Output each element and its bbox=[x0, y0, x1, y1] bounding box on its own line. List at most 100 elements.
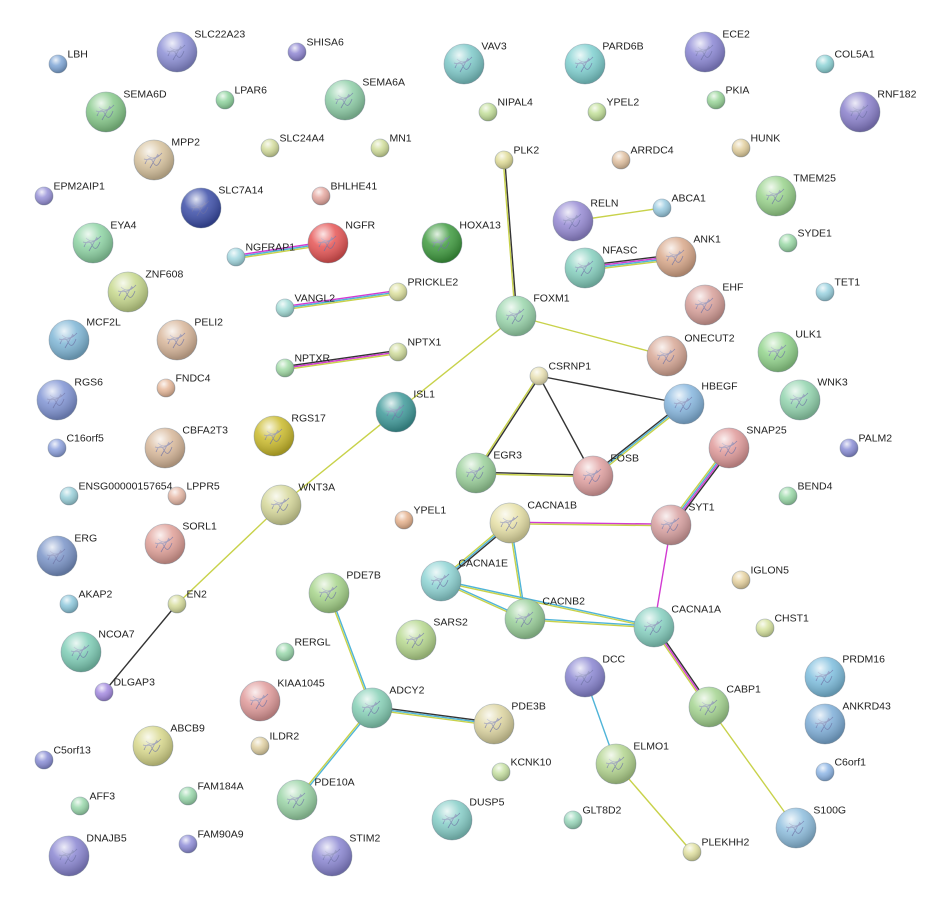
node-mpp2[interactable]: MPP2 bbox=[133, 137, 200, 181]
node-erg[interactable]: ERG bbox=[36, 533, 97, 577]
node-akap2[interactable]: AKAP2 bbox=[59, 589, 112, 614]
node-eya4[interactable]: EYA4 bbox=[72, 220, 137, 264]
node-vangl2[interactable]: VANGL2 bbox=[275, 293, 335, 318]
node-mn1[interactable]: MN1 bbox=[370, 133, 412, 158]
node-cbfa2t3[interactable]: CBFA2T3 bbox=[144, 425, 228, 469]
node-prickle2[interactable]: PRICKLE2 bbox=[388, 277, 458, 302]
node-elmo1[interactable]: ELMO1 bbox=[595, 741, 669, 785]
node-ngfrap1[interactable]: NGFRAP1 bbox=[226, 242, 295, 267]
node-nptxr[interactable]: NPTXR bbox=[275, 353, 330, 378]
node-hbegf[interactable]: HBEGF bbox=[663, 381, 738, 425]
node-pde10a[interactable]: PDE10A bbox=[276, 777, 355, 821]
node-epm2aip1[interactable]: EPM2AIP1 bbox=[34, 181, 105, 206]
node-fosb[interactable]: FOSB bbox=[572, 453, 639, 497]
node-foxm1[interactable]: FOXM1 bbox=[495, 293, 570, 337]
node-slc22a23[interactable]: SLC22A23 bbox=[156, 29, 245, 73]
node-abca1[interactable]: ABCA1 bbox=[652, 193, 706, 218]
node-fam90a9[interactable]: FAM90A9 bbox=[178, 829, 244, 854]
node-adcy2[interactable]: ADCY2 bbox=[351, 685, 425, 729]
node-chst1[interactable]: CHST1 bbox=[755, 613, 809, 638]
node-lppr5[interactable]: LPPR5 bbox=[167, 481, 220, 506]
node-plk2[interactable]: PLK2 bbox=[494, 145, 539, 170]
node-wnt3a[interactable]: WNT3A bbox=[260, 482, 335, 526]
node-cacna1e[interactable]: CACNA1E bbox=[420, 558, 508, 602]
node-sema6d[interactable]: SEMA6D bbox=[85, 89, 167, 133]
node-aff3[interactable]: AFF3 bbox=[70, 791, 115, 816]
node-tmem25[interactable]: TMEM25 bbox=[755, 173, 836, 217]
node-hunk[interactable]: HUNK bbox=[731, 133, 780, 158]
node-pkia[interactable]: PKIA bbox=[706, 85, 749, 110]
node-rgs6[interactable]: RGS6 bbox=[36, 377, 103, 421]
node-fndc4[interactable]: FNDC4 bbox=[156, 373, 211, 398]
node-syde1[interactable]: SYDE1 bbox=[778, 228, 832, 253]
node-ngfr[interactable]: NGFR bbox=[307, 220, 376, 264]
node-dnajb5[interactable]: DNAJB5 bbox=[48, 833, 127, 877]
node-dlgap3[interactable]: DLGAP3 bbox=[94, 677, 155, 702]
node-ankrd43[interactable]: ANKRD43 bbox=[804, 701, 891, 745]
node-mcf2l[interactable]: MCF2L bbox=[48, 317, 121, 361]
node-ypel2[interactable]: YPEL2 bbox=[587, 97, 639, 122]
node-hoxa13[interactable]: HOXA13 bbox=[421, 220, 501, 264]
node-iglon5[interactable]: IGLON5 bbox=[731, 565, 789, 590]
node-s100g[interactable]: S100G bbox=[775, 805, 846, 849]
node-slc7a14[interactable]: SLC7A14 bbox=[180, 185, 264, 229]
node-sars2[interactable]: SARS2 bbox=[395, 617, 468, 661]
node-nipal4[interactable]: NIPAL4 bbox=[478, 97, 533, 122]
node-csrnp1[interactable]: CSRNP1 bbox=[529, 361, 591, 386]
node-onecut2[interactable]: ONECUT2 bbox=[646, 333, 735, 377]
node-isl1[interactable]: ISL1 bbox=[375, 389, 435, 433]
node-snap25[interactable]: SNAP25 bbox=[708, 425, 787, 469]
node-rergl[interactable]: RERGL bbox=[275, 637, 331, 662]
node-cabp1[interactable]: CABP1 bbox=[688, 684, 761, 728]
node-tet1[interactable]: TET1 bbox=[815, 277, 860, 302]
node-col5a1[interactable]: COL5A1 bbox=[815, 49, 875, 74]
node-dusp5[interactable]: DUSP5 bbox=[431, 797, 505, 841]
node-palm2[interactable]: PALM2 bbox=[839, 433, 892, 458]
node-shisa6[interactable]: SHISA6 bbox=[287, 37, 344, 62]
node-ehf[interactable]: EHF bbox=[684, 282, 743, 326]
node-pard6b[interactable]: PARD6B bbox=[564, 41, 644, 85]
node-bend4[interactable]: BEND4 bbox=[778, 481, 833, 506]
node-cacnb2[interactable]: CACNB2 bbox=[504, 596, 585, 640]
node-nfasc[interactable]: NFASC bbox=[564, 245, 638, 289]
node-sorl1[interactable]: SORL1 bbox=[144, 521, 217, 565]
node-kcnk10[interactable]: KCNK10 bbox=[491, 757, 551, 782]
node-pde3b[interactable]: PDE3B bbox=[473, 701, 546, 745]
node-ildr2[interactable]: ILDR2 bbox=[250, 731, 299, 756]
node-wnk3[interactable]: WNK3 bbox=[779, 377, 848, 421]
node-c6orf1[interactable]: C6orf1 bbox=[815, 757, 866, 782]
node-prdm16[interactable]: PRDM16 bbox=[804, 654, 885, 698]
node-vav3[interactable]: VAV3 bbox=[443, 41, 507, 85]
node-stim2[interactable]: STIM2 bbox=[311, 833, 380, 877]
node-ece2[interactable]: ECE2 bbox=[684, 29, 750, 73]
node-nptx1[interactable]: NPTX1 bbox=[388, 337, 441, 362]
node-peli2[interactable]: PELI2 bbox=[156, 317, 223, 361]
node-fam184a[interactable]: FAM184A bbox=[178, 781, 244, 806]
node-c16orf5[interactable]: C16orf5 bbox=[47, 433, 104, 458]
node-reln[interactable]: RELN bbox=[552, 198, 618, 242]
node-c5orf13[interactable]: C5orf13 bbox=[34, 745, 91, 770]
node-dcc[interactable]: DCC bbox=[564, 654, 626, 698]
node-lbh[interactable]: LBH bbox=[48, 49, 88, 74]
node-rgs17[interactable]: RGS17 bbox=[253, 413, 326, 457]
node-znf608[interactable]: ZNF608 bbox=[107, 269, 183, 313]
node-ank1[interactable]: ANK1 bbox=[655, 234, 721, 278]
node-cacna1a[interactable]: CACNA1A bbox=[633, 604, 721, 648]
node-ulk1[interactable]: ULK1 bbox=[757, 329, 822, 373]
node-cacna1b[interactable]: CACNA1B bbox=[489, 500, 577, 544]
node-lpar6[interactable]: LPAR6 bbox=[215, 85, 267, 110]
node-plekhh2[interactable]: PLEKHH2 bbox=[682, 837, 749, 862]
node-sema6a[interactable]: SEMA6A bbox=[324, 77, 405, 121]
node-bhlhe41[interactable]: BHLHE41 bbox=[311, 181, 377, 206]
node-slc24a4[interactable]: SLC24A4 bbox=[260, 133, 325, 158]
node-abcb9[interactable]: ABCB9 bbox=[132, 723, 205, 767]
node-glt8d2[interactable]: GLT8D2 bbox=[563, 805, 622, 830]
node-ncoa7[interactable]: NCOA7 bbox=[60, 629, 135, 673]
node-rnf182[interactable]: RNF182 bbox=[839, 89, 917, 133]
node-ypel1[interactable]: YPEL1 bbox=[394, 505, 446, 530]
node-syt1[interactable]: SYT1 bbox=[650, 502, 715, 546]
node-arrdc4[interactable]: ARRDC4 bbox=[611, 145, 674, 170]
node-ensg00000157654[interactable]: ENSG00000157654 bbox=[59, 481, 173, 506]
node-pde7b[interactable]: PDE7B bbox=[308, 570, 381, 614]
node-en2[interactable]: EN2 bbox=[167, 589, 207, 614]
